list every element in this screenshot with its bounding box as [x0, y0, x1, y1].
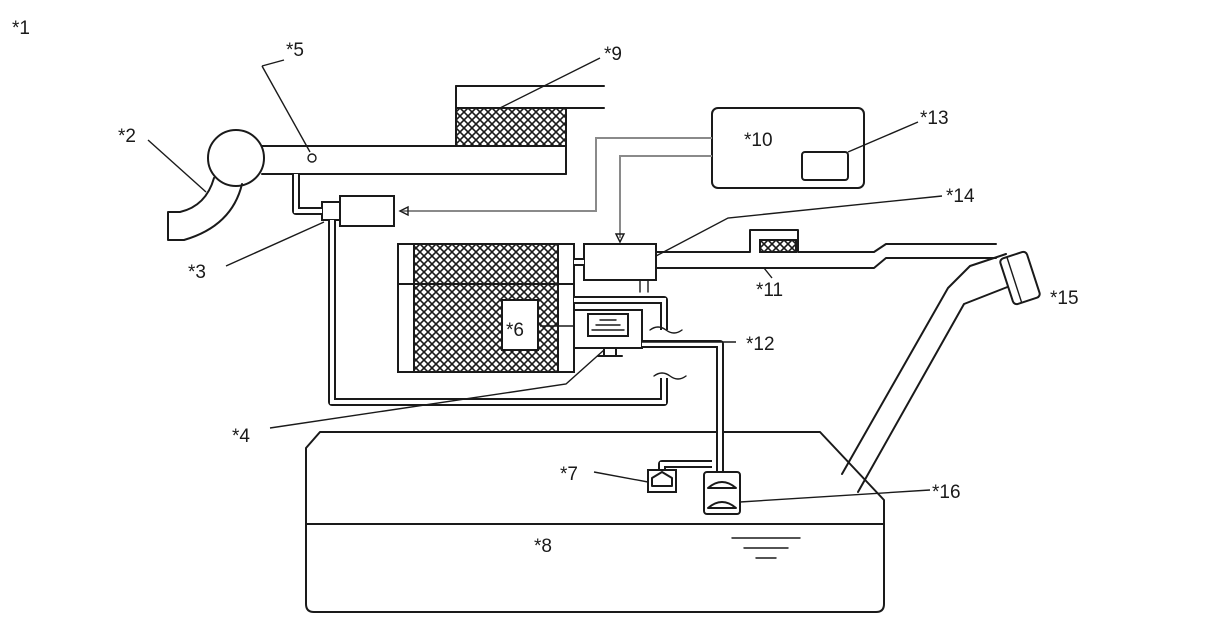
leader-lines — [147, 57, 943, 503]
ecm — [711, 107, 865, 189]
ecm-module — [801, 151, 849, 181]
fuel-tank — [305, 431, 885, 613]
label-1: *1 — [12, 18, 30, 39]
ecm-signal-wires — [398, 137, 712, 244]
label-5: *5 — [286, 40, 304, 61]
label-14: *14 — [946, 186, 975, 207]
label-3: *3 — [188, 262, 206, 283]
canister-pump-module — [573, 309, 643, 357]
fuel-level-symbol — [731, 537, 801, 559]
rollover-valve — [647, 469, 677, 493]
label-8: *8 — [534, 536, 552, 557]
air-cleaner — [455, 85, 605, 147]
fuel-sender-gauge — [703, 471, 741, 515]
label-13: *13 — [920, 108, 949, 129]
filler-cap — [999, 250, 1041, 306]
label-16: *16 — [932, 482, 961, 503]
charcoal-canister — [397, 243, 575, 373]
evap-pipes — [292, 174, 724, 474]
label-4: *4 — [232, 426, 250, 447]
callout-labels: *1 *2 *3 *4 *5 *6 *7 *8 *9 *10 *11 *12 *… — [12, 18, 1079, 557]
label-7: *7 — [560, 464, 578, 485]
fuel-filler-pipe — [841, 250, 1041, 493]
label-11: *11 — [756, 280, 783, 301]
purge-vsv — [321, 195, 395, 227]
label-15: *15 — [1050, 288, 1079, 309]
label-9: *9 — [604, 44, 622, 65]
label-12: *12 — [746, 334, 775, 355]
hose-break-symbols — [649, 326, 687, 380]
pressure-sensor — [307, 153, 317, 163]
label-10: *10 — [744, 130, 773, 151]
label-6: *6 — [506, 320, 524, 341]
vent-valve — [583, 243, 657, 293]
vent-line — [655, 229, 997, 269]
label-2: *2 — [118, 126, 136, 147]
